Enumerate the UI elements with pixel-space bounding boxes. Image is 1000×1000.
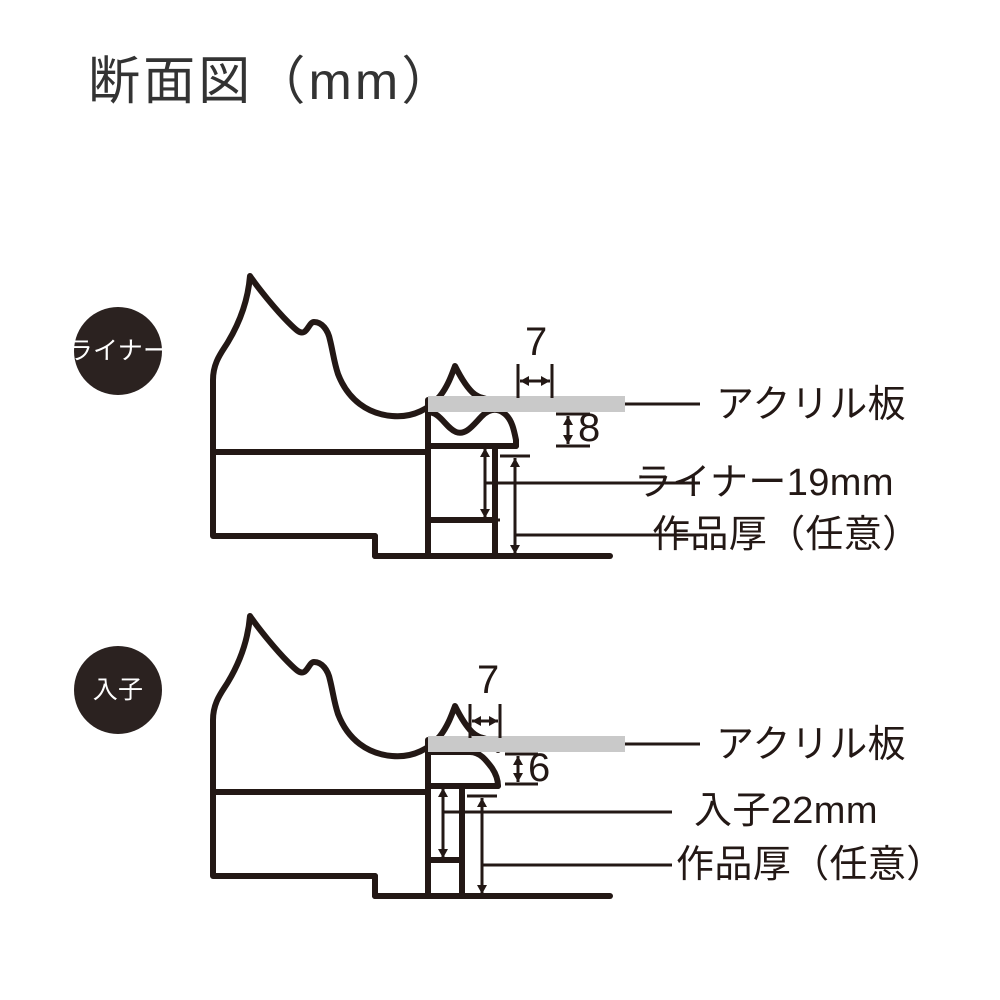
dimension-7-lower: 7 bbox=[477, 658, 500, 702]
dim6-arrow-bottom bbox=[513, 773, 523, 782]
label-artwork-upper: 作品厚（任意） bbox=[652, 514, 921, 556]
dim7-lower-arrow-left bbox=[472, 716, 481, 726]
label-acrylic-lower: アクリル板 bbox=[716, 724, 907, 766]
liner-base-left bbox=[210, 449, 378, 539]
label-artwork-lower: 作品厚（任意） bbox=[676, 844, 945, 886]
label-liner-19mm: ライナー19mm bbox=[634, 462, 894, 504]
inset-frame-profile bbox=[210, 613, 501, 795]
liner-frame-profile bbox=[210, 273, 501, 455]
dim8-arrow-top bbox=[563, 416, 573, 425]
dimension-6: 6 bbox=[528, 746, 551, 790]
dim-liner-arrow-bottom bbox=[480, 509, 490, 518]
badge-liner-label: ライナー bbox=[67, 336, 169, 365]
label-acrylic-upper: アクリル板 bbox=[716, 384, 907, 426]
dim-liner-arrow-top bbox=[480, 448, 490, 457]
liner-ornament-lip bbox=[425, 406, 519, 449]
dim7-lower-arrow-right bbox=[489, 716, 498, 726]
dim7-upper-arrow-left bbox=[520, 376, 529, 386]
inset-ornament-lip bbox=[425, 749, 501, 789]
dim6-arrow-top bbox=[513, 756, 523, 765]
inset-base-left bbox=[210, 789, 378, 879]
inset-rabbet-step bbox=[425, 783, 465, 863]
acrylic-plate-lower bbox=[428, 736, 625, 752]
dim-inset-arrow-top bbox=[438, 788, 448, 797]
dimension-7-upper: 7 bbox=[525, 320, 548, 364]
dim-art-upper-arrow-bottom bbox=[510, 545, 520, 554]
dim-art-upper-arrow-top bbox=[510, 458, 520, 467]
dim8-arrow-bottom bbox=[563, 435, 573, 444]
dim7-upper-arrow-right bbox=[541, 376, 550, 386]
dimension-8: 8 bbox=[578, 406, 601, 450]
label-inset-22mm: 入子22mm bbox=[694, 790, 878, 832]
page-title: 断面図（mm） bbox=[88, 53, 457, 111]
dim-art-lower-arrow-top bbox=[477, 798, 487, 807]
badge-liner: ライナー bbox=[68, 307, 168, 395]
badge-inset-label: 入子 bbox=[92, 675, 144, 704]
badge-inset: 入子 bbox=[74, 646, 162, 734]
dim-inset-arrow-bottom bbox=[438, 849, 448, 858]
acrylic-plate-upper bbox=[428, 396, 625, 412]
dim-art-lower-arrow-bottom bbox=[477, 885, 487, 894]
